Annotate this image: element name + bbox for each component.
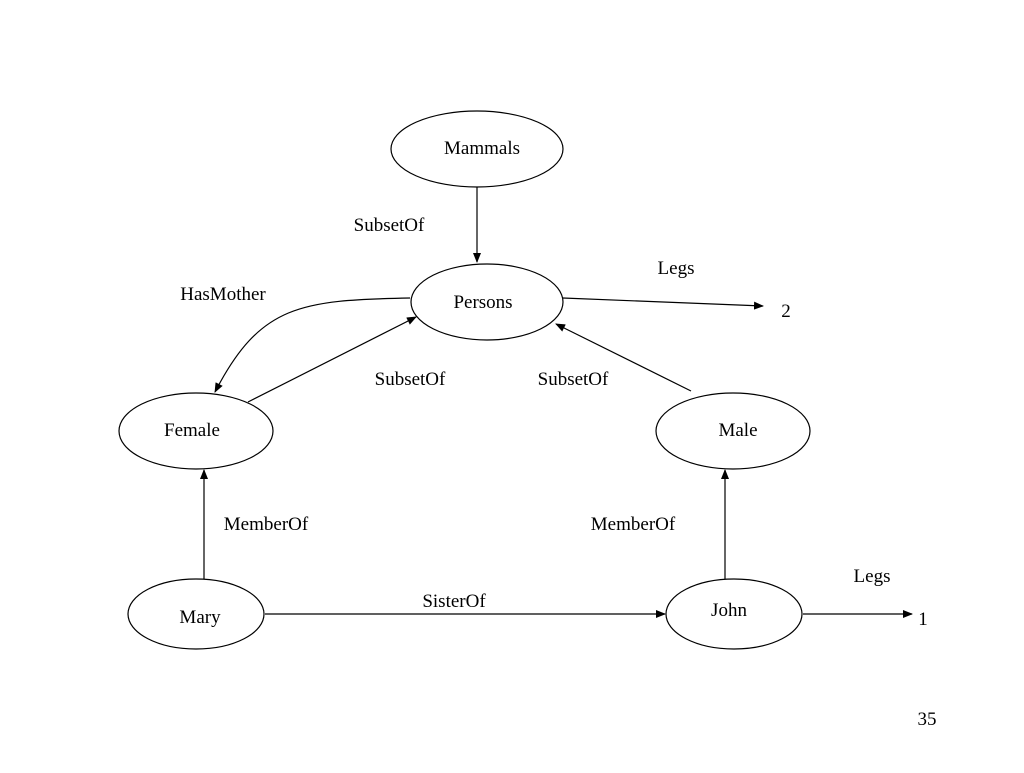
edge-label-mammals-persons: SubsetOf: [354, 215, 425, 236]
edge-label-male-persons: SubsetOf: [538, 369, 609, 390]
page-number: 35: [918, 709, 937, 730]
edge-label-female-persons: SubsetOf: [375, 369, 446, 390]
node-persons: Persons: [410, 263, 564, 341]
edge-label-mary-john: SisterOf: [422, 591, 486, 612]
node-john-label: John: [711, 600, 747, 621]
node-male: Male: [655, 392, 811, 470]
node-female-label: Female: [164, 420, 220, 441]
edge-label-hasmother: HasMother: [180, 284, 266, 305]
edge-female-persons: [247, 316, 417, 403]
edge-label-persons-legs: Legs: [658, 258, 695, 279]
edge-label-john-male: MemberOf: [591, 514, 676, 535]
node-mammals-label: Mammals: [444, 138, 520, 159]
node-female: Female: [118, 392, 274, 470]
node-male-label: Male: [718, 420, 757, 441]
edge-label-mary-female: MemberOf: [224, 514, 309, 535]
edge-persons-female-hasmother: [214, 297, 411, 393]
edge-label-john-legs: Legs: [854, 566, 891, 587]
edge-persons-legs: [562, 297, 764, 310]
edge-male-persons: [555, 323, 692, 392]
node-persons-label: Persons: [453, 292, 512, 313]
value-persons-legs: 2: [781, 301, 791, 322]
node-john: John: [665, 578, 803, 650]
node-mary-label: Mary: [179, 607, 221, 628]
node-mary: Mary: [127, 578, 265, 650]
value-john-legs: 1: [918, 609, 928, 630]
node-mammals: Mammals: [390, 110, 564, 188]
